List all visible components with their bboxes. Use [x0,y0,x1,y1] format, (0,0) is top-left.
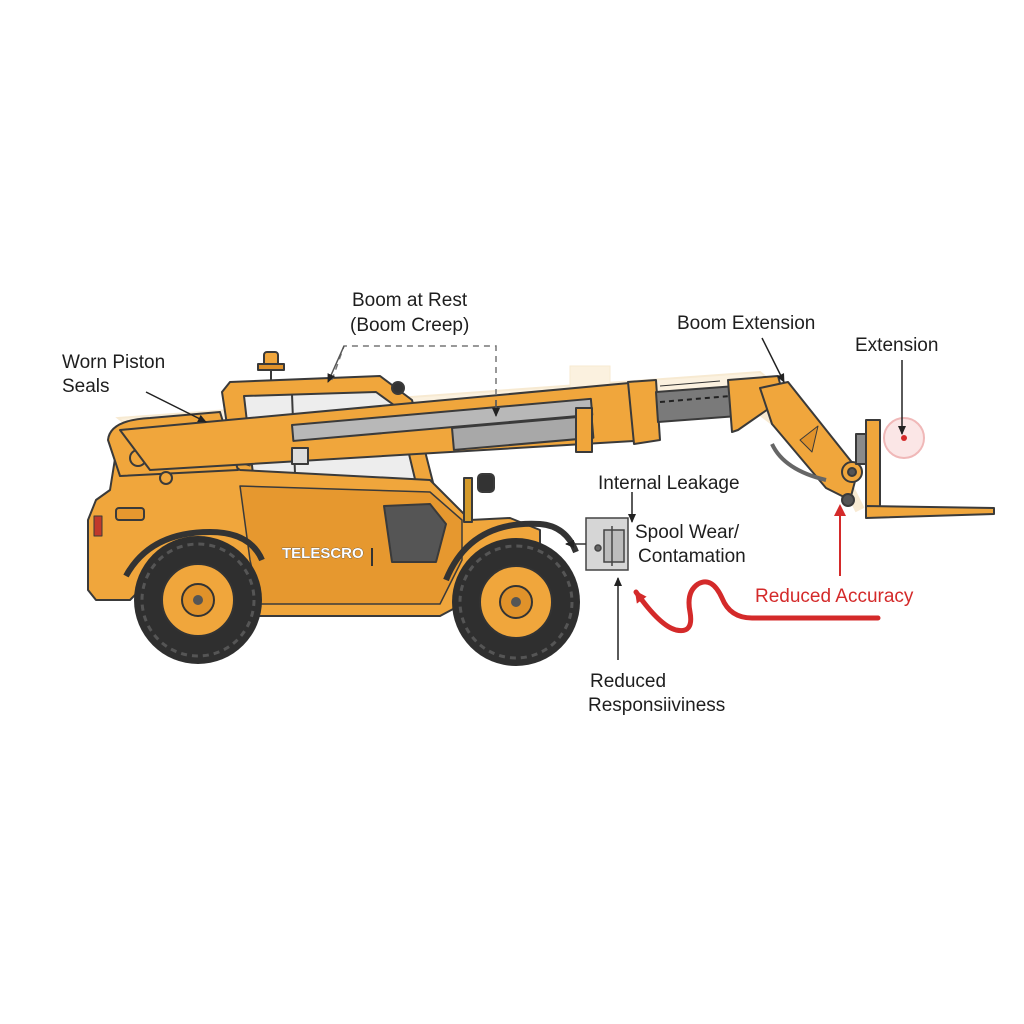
rear-wheel [134,536,262,664]
worn-seals-arrow [145,391,207,423]
brand-label: TELESCRO [282,545,364,562]
boom-at-rest-label-line2: (Boom Creep) [350,315,469,336]
forks [865,505,995,519]
boom-at-rest-label-line1: Boom at Rest [352,290,468,311]
reduced-responsiveness-label-line1: Reduced [590,671,666,692]
reduced-accuracy-wave [633,579,881,634]
spool-wear-label-line2: Contamation [638,546,746,567]
lift-cylinder [291,397,595,465]
control-valve [585,517,629,571]
front-wheel [452,538,580,666]
reduced-responsiveness-label-line2: Responsiiviness [588,695,725,716]
extension-target-icon [883,417,925,459]
engine-grille [383,503,447,563]
fork-carriage [865,419,881,515]
boom-extension-label: Boom Extension [677,313,815,334]
boom-creep-bracket [331,345,497,414]
worn-piston-seals-label-line2: Seals [62,376,110,397]
internal-leakage-label: Internal Leakage [598,473,740,494]
spool-wear-label-line1: Spool Wear/ [635,522,740,543]
extension-label: Extension [855,335,938,356]
reduced-accuracy-label: Reduced Accuracy [755,586,914,607]
worn-piston-seals-label-line1: Worn Piston [62,352,165,373]
boom-extension-arrow [761,337,785,383]
